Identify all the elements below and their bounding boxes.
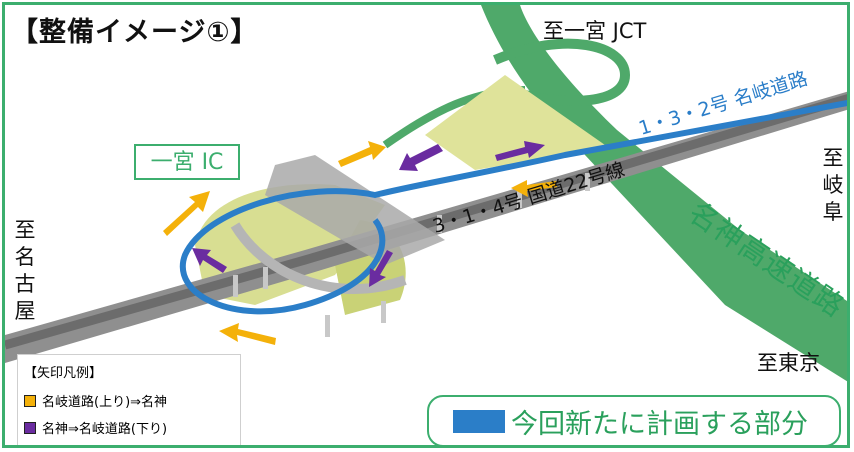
yellow-arrows (163, 141, 557, 345)
legend-item-purple: 名神⇒名岐道路(下り) (24, 418, 167, 437)
direction-label-nagoya: 至名古屋 (14, 218, 36, 323)
legend-title: 【矢印凡例】 (24, 366, 103, 381)
ichinomiya-ic-label: 一宮 IC (134, 144, 240, 180)
terrain-area (425, 75, 605, 170)
ramp-grey-2 (230, 222, 407, 294)
arrow-legend: 【矢印凡例】 名岐道路(上り)⇒名神 名神⇒名岐道路(下り) (17, 354, 241, 445)
legend-item-label: 名神⇒名岐道路(下り) (42, 422, 168, 437)
legend-item-yellow: 名岐道路(上り)⇒名神 (24, 391, 167, 410)
yellow-swatch-icon (24, 394, 36, 407)
interchange-map (5, 5, 847, 382)
purple-arrows (192, 141, 545, 287)
main-road-upper (5, 94, 847, 350)
page-title: 【整備イメージ①】 (11, 17, 259, 48)
viaduct-pillars (233, 173, 590, 337)
planned-section-legend: 今回新たに計画する部分 (427, 395, 841, 445)
diagram-frame: 【整備イメージ①】 至一宮 JCT 至岐阜 至名古屋 至東京 一宮 IC 3・1… (2, 2, 850, 448)
planned-road-loop (179, 100, 847, 315)
jct-loop (493, 38, 631, 106)
direction-label-gifu: 至岐阜 (822, 146, 844, 224)
legend-item-label: 名岐道路(上り)⇒名神 (42, 395, 168, 410)
purple-swatch-icon (24, 421, 36, 434)
blue-swatch-icon (453, 409, 505, 433)
planned-section-label: 今回新たに計画する部分 (511, 408, 808, 440)
direction-label-tokyo: 至東京 (757, 351, 820, 375)
direction-label-jct: 至一宮 JCT (543, 19, 647, 43)
ramp-grey (265, 155, 445, 265)
